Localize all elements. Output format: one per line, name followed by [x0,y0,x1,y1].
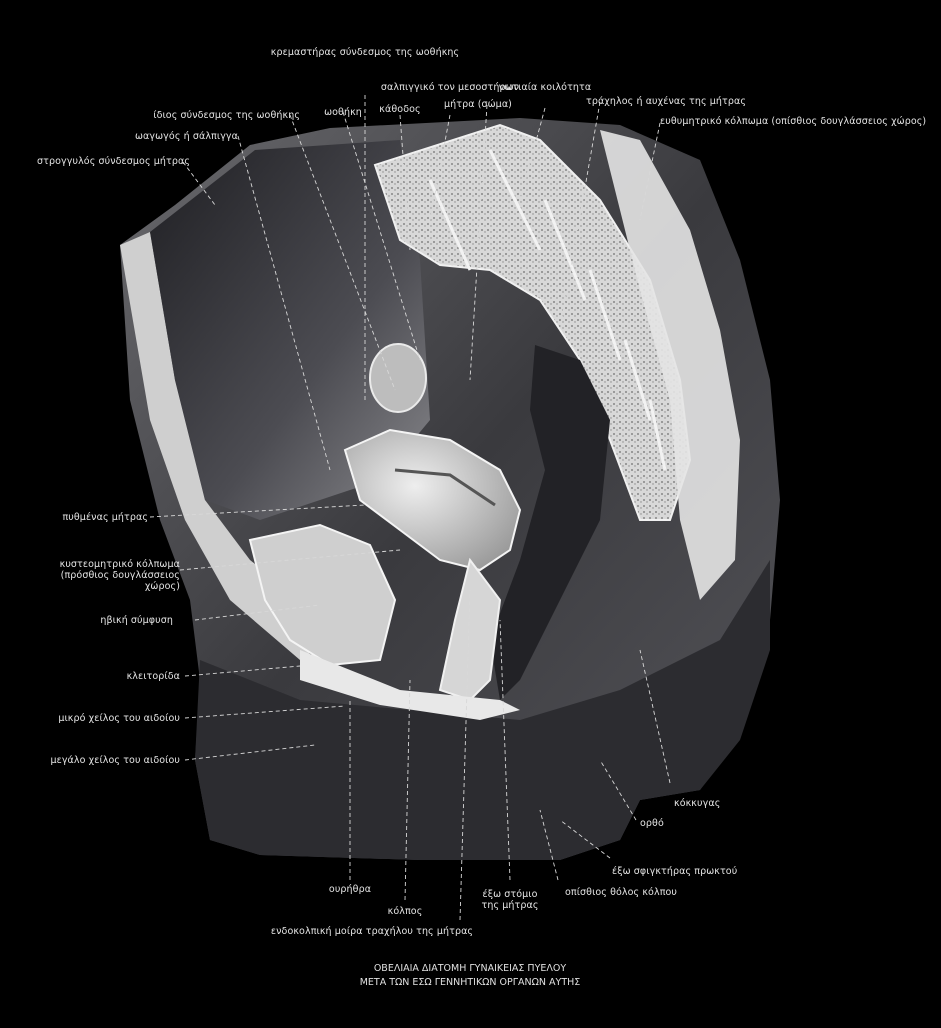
label-posterior-fornix: οπίσθιος θόλος κόλπου [565,887,678,898]
label-external-os: έξω στόμιο της μήτρας [481,889,539,911]
label-round-ligament: στρογγυλός σύνδεσμος μήτρας [37,156,190,167]
label-coccyx: κόκκυγας [674,798,721,809]
label-ovarian-ligament: ίδιος σύνδεσμος της ωοθήκης [153,110,300,121]
label-ovary: ωοθήκη [324,107,362,118]
label-uterus-body: μήτρα (σώμα) [444,99,512,110]
label-anal-sphincter: έξω σφιγκτήρας πρωκτού [612,866,738,877]
label-spinal-cavity: νωτιαία κοιλότητα [498,82,592,93]
ovary-shape [369,343,427,413]
rectum-body [490,345,610,700]
label-vesicouterine-pouch: κυστεομητρικό κόλπωμα (πρόσθιος δουγλάσσ… [59,559,180,592]
figure-caption: ΟΒΕΛΙΑΙΑ ΔΙΑΤΟΜΗ ΓΥΝΑΙΚΕΙΑΣ ΠΥΕΛΟΥ ΜΕΤΑ … [360,962,581,990]
label-urethra: ουρήθρα [328,884,372,895]
posterior-tissue [600,130,740,600]
label-pubic-symphysis: ηβική σύμφυση [100,615,173,626]
label-cervix: τράχηλος ή αυχένας της μήτρας [586,96,747,107]
pelvic-cavity [150,140,430,520]
label-vagina: κόλπος [387,906,423,917]
uterine-cavity [394,468,496,507]
label-rectouterine-pouch: ευθυμητρικό κόλπωμα (οπίσθιος δουγλάσσει… [660,116,927,127]
label-labia-minora: μικρό χείλος του αιδοίου [58,713,180,724]
uterus [343,428,522,572]
label-endocervix: ενδοκολπική μοίρα τραχήλου της μήτρας [270,926,474,937]
label-fallopian-tube: ωαγωγός ή σάλπιγγα [134,131,238,142]
label-mesosalpinx: σαλπιγγικό τον μεσοστήρων [380,82,520,93]
label-fundus: πυθμένας μήτρας [62,512,148,523]
label-suspensory-ligament: κρεμαστήρας σύνδεσμος της ωοθήκης [270,47,460,58]
leader-lines [149,95,671,921]
label-descent: κάθοδος [379,104,421,115]
label-clitoris: κλειτορίδα [126,671,180,682]
perineum [300,650,520,720]
vertebra-lines [428,149,667,471]
label-rectum: ορθό [640,818,664,829]
caption-line-2: ΜΕΤΑ ΤΩΝ ΕΣΩ ΓΕΝΝΗΤΙΚΩΝ ΟΡΓΑΝΩΝ ΑΥΤΗΣ [359,977,581,988]
buttock-shadow [195,560,770,860]
label-labia-majora: μεγάλο χείλος του αιδοίου [50,755,180,766]
caption-line-1: ΟΒΕΛΙΑΙΑ ΔΙΑΤΟΜΗ ΓΥΝΑΙΚΕΙΑΣ ΠΥΕΛΟΥ [373,963,567,974]
sacrum [373,123,692,521]
